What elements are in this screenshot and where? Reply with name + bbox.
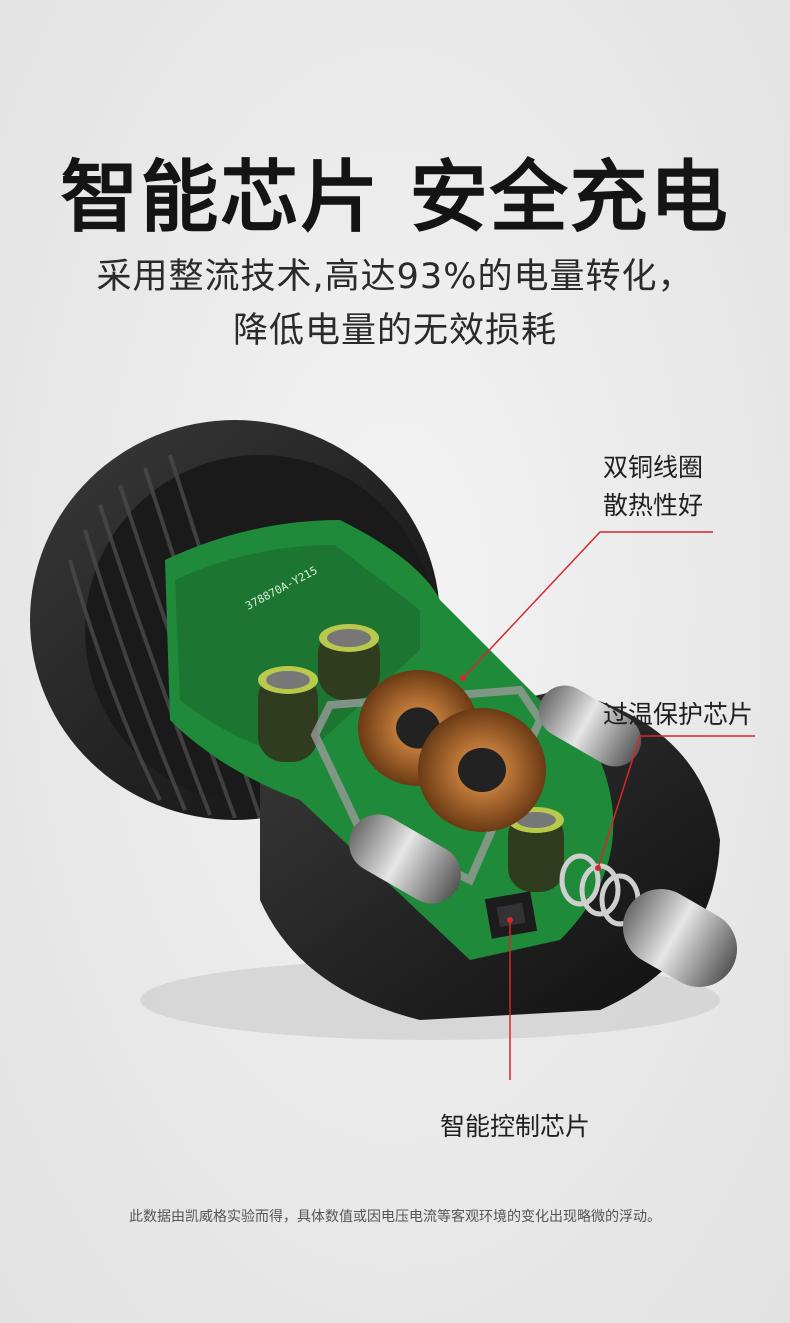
capacitor-2: [318, 624, 380, 700]
copper-coil-2: [418, 708, 546, 832]
callout-coil: 双铜线圈 散热性好: [603, 449, 703, 525]
subheadline-line2: 降低电量的无效损耗: [232, 311, 557, 351]
left-contact: [349, 814, 461, 904]
disclaimer: 此数据由凯威格实验而得，具体数值或因电压电流等客观环境的变化出现略微的浮动。: [129, 1209, 661, 1225]
callout-coil-line1: 双铜线圈: [603, 453, 704, 482]
callout-control-chip: 智能控制芯片: [440, 1112, 591, 1141]
callout-dots: [460, 675, 601, 923]
car-charger-cutaway-illustration: 378870A-Y215: [30, 420, 755, 1080]
subheadline-line1: 采用整流技术,高达93%的电量转化，: [96, 257, 694, 297]
right-contact: [538, 685, 642, 767]
tip-pin: [622, 889, 738, 987]
callout-coil-line2: 散热性好: [603, 491, 704, 520]
capacitor-1: [258, 666, 318, 762]
callout-lines: [462, 531, 755, 1080]
headline: 智能芯片 安全充电: [60, 153, 730, 243]
callout-thermal-chip: 过温保护芯片: [603, 700, 754, 729]
